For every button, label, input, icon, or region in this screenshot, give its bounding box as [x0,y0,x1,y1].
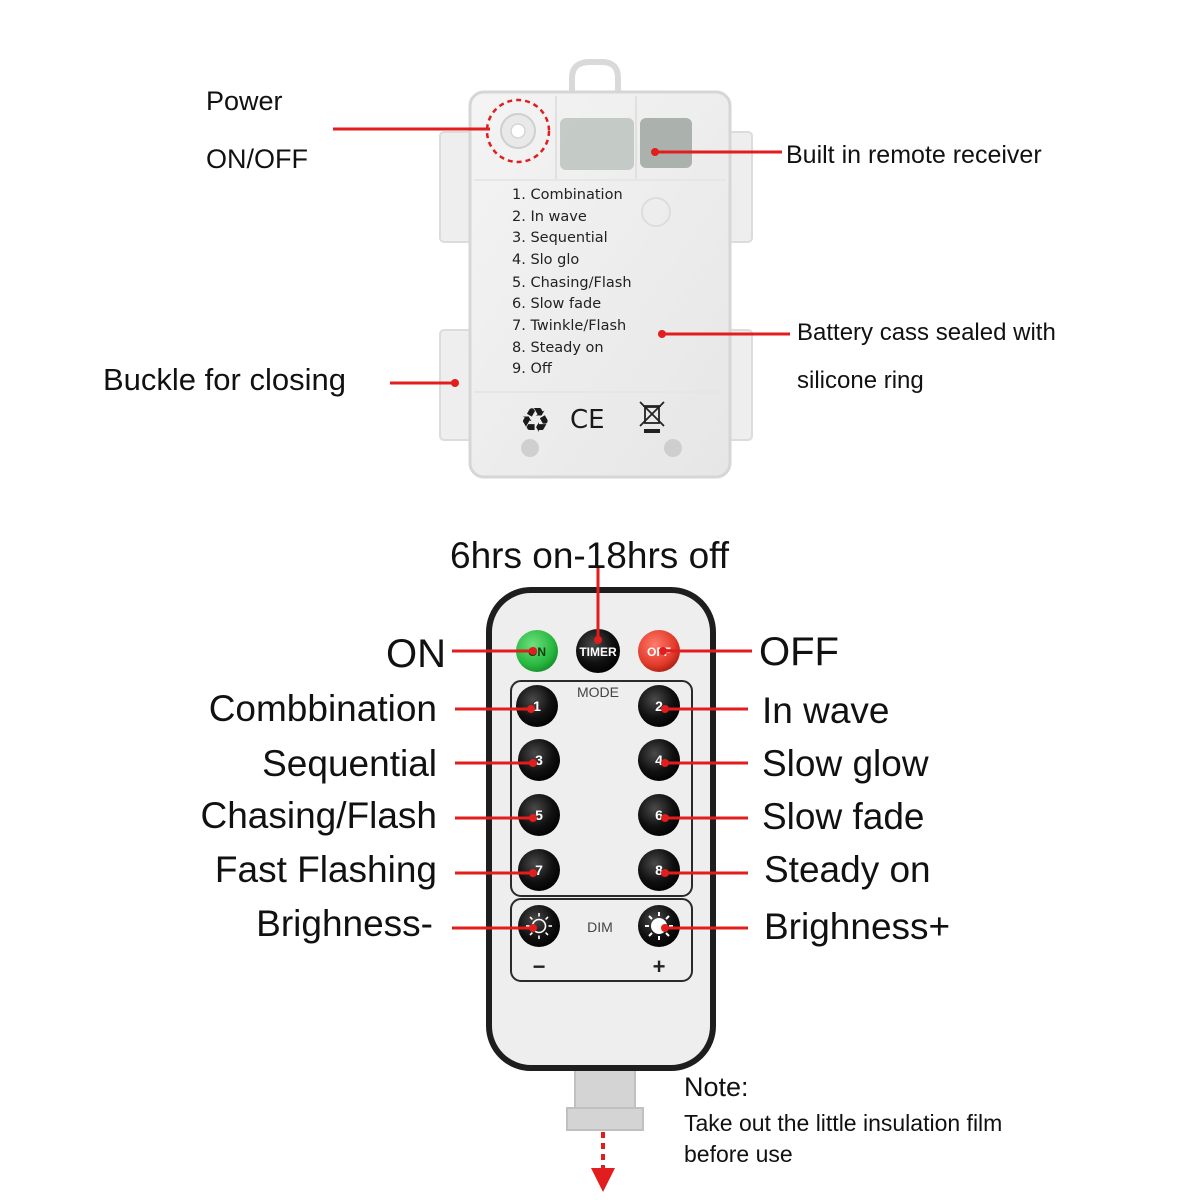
printed-mode: 1. Combination [512,187,623,203]
battery-box-leaders [333,127,790,387]
leader-dot [529,647,537,655]
leader-dot [451,379,459,387]
label-in-wave: In wave [762,690,890,731]
printed-mode: 3. Sequential [512,230,608,246]
compartment-hole [641,197,671,227]
leader-dot [661,705,669,713]
screw [664,439,682,457]
label-combination: Combbination [208,688,437,729]
label-chasing-flash: Chasing/Flash [200,795,437,836]
leader-dot [659,647,667,655]
mode-button-6[interactable] [638,794,680,836]
mode-button-4-label: 4 [655,752,663,768]
timer-button[interactable] [576,629,620,673]
printed-mode-list: 1. Combination 2. In wave 3. Sequential … [512,187,632,377]
leader-dot [661,869,669,877]
weee-bin-icon [639,401,665,433]
label-brightness-minus: Brighness- [256,903,433,944]
label-receiver: Built in remote receiver [786,141,1042,169]
leader-dot [661,924,669,932]
mode-button-5[interactable] [518,794,560,836]
mode-button-5-label: 5 [535,807,543,823]
mode-button-2[interactable] [638,685,680,727]
power-switch-knob [510,123,526,139]
receiver-board [560,118,634,170]
label-steady-on: Steady on [764,849,931,890]
printed-mode: 9. Off [512,361,553,377]
pull-arrow [591,1132,615,1192]
leader-dot [651,148,659,156]
box-body [468,90,732,479]
receiver-chip [640,118,692,168]
remote-leaders [452,568,752,932]
mode-button-2-label: 2 [655,698,663,714]
label-power: Power [206,86,283,116]
hanging-loop [569,59,621,92]
mode-button-1[interactable] [516,685,558,727]
printed-mode: 2. In wave [512,209,587,225]
printed-mode: 8. Steady on [512,340,604,356]
recycle-icon: ♻ [520,401,550,441]
leader-dot [658,330,666,338]
mode-button-3[interactable] [518,739,560,781]
plus-sign: + [653,954,666,979]
label-brightness-plus: Brighness+ [764,906,951,947]
leader-dot [527,705,535,713]
label-power-onoff: ON/OFF [206,144,308,174]
leader-dot [594,636,602,644]
label-slow-fade: Slow fade [762,796,925,837]
printed-mode: 4. Slo glo [512,252,579,268]
leader-dot [661,759,669,767]
insulation-tab-grip [566,1107,644,1131]
note-body: Take out the little insulation film befo… [684,1110,1003,1167]
mode-button-8-label: 8 [655,862,663,878]
mode-button-3-label: 3 [535,752,543,768]
mode-label: MODE [577,684,619,700]
printed-mode: 5. Chasing/Flash [512,275,632,291]
label-on: ON [386,632,446,676]
mode-button-7-label: 7 [535,862,543,878]
mode-button-1-label: 1 [533,698,541,714]
mode-button-8[interactable] [638,849,680,891]
mode-button-7[interactable] [518,849,560,891]
remote-control: ON TIMER OFF MODE 1 2 3 4 5 6 7 8 [486,587,716,1131]
pull-arrow-head [591,1168,615,1192]
mode-button-6-label: 6 [655,807,663,823]
power-switch-highlight [485,98,551,164]
minus-sign: − [533,954,546,979]
dim-panel [510,898,693,982]
printed-mode: 7. Twinkle/Flash [512,318,626,334]
label-sequential: Sequential [262,743,437,784]
mode-button-4[interactable] [638,739,680,781]
timer-button-label: TIMER [579,645,617,659]
label-fast-flashing: Fast Flashing [214,849,437,890]
label-sealed: Battery cass sealed with [797,319,1056,346]
leader-dot [661,814,669,822]
label-timer: 6hrs on-18hrs off [450,535,730,576]
screw [521,439,539,457]
label-sealed-ring: silicone ring [797,367,924,394]
note-title: Note: [684,1072,749,1102]
ce-mark: CE [570,405,605,435]
dim-label: DIM [587,919,613,935]
leader-dot [529,814,537,822]
printed-mode: 6. Slow fade [512,296,601,312]
leader-dot [529,759,537,767]
label-off: OFF [759,630,839,674]
leader-dot [529,869,537,877]
label-slow-glow: Slow glow [762,743,929,784]
dim-minus-button[interactable] [518,905,560,947]
mode-panel [510,680,693,897]
label-buckle: Buckle for closing [103,362,346,397]
battery-box: 1. Combination 2. In wave 3. Sequential … [439,59,753,479]
leader-dot [529,924,537,932]
